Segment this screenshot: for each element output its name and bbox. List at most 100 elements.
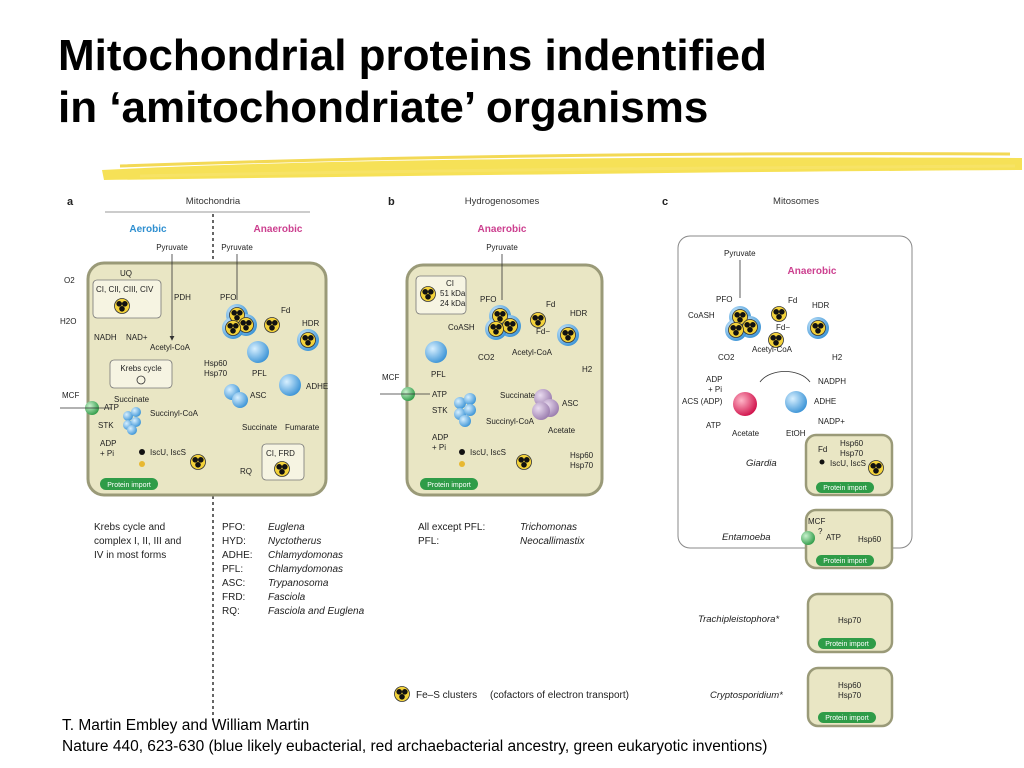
svg-text:Fd: Fd — [281, 306, 290, 315]
anaerobic-label-b: Anaerobic — [478, 224, 527, 235]
svg-text:IscU, IscS: IscU, IscS — [150, 448, 186, 457]
svg-text:Fasciola: Fasciola — [268, 592, 306, 603]
trachipleistophora-mitosome: Trachipleistophora* Hsp70 Protein import — [698, 592, 894, 654]
svg-text:Euglena: Euglena — [268, 522, 305, 533]
svg-text:Fumarate: Fumarate — [285, 423, 320, 432]
slide-title-line2: in ‘amitochondriate’ organisms — [58, 83, 709, 132]
svg-text:HYD:: HYD: — [222, 536, 246, 547]
krebs-cycle-box — [109, 359, 173, 389]
svg-text:PFO: PFO — [220, 293, 236, 302]
svg-text:HDR: HDR — [812, 301, 830, 310]
svg-text:+ Pi: + Pi — [432, 443, 446, 452]
svg-text:Nyctotherus: Nyctotherus — [268, 536, 321, 547]
svg-text:Succinate: Succinate — [242, 423, 278, 432]
svg-text:Acetate: Acetate — [548, 426, 576, 435]
giardia-mitosome: Giardia Fd Hsp60 Hsp70 IscU, IscS Protei… — [746, 433, 894, 497]
svg-text:Succinyl-CoA: Succinyl-CoA — [486, 417, 535, 426]
pfo-complex-c — [725, 306, 761, 341]
panel-b: b Hydrogenosomes Anaerobic Pyruvate CI 5… — [380, 196, 604, 547]
svg-text:CI, CII, CIII, CIV: CI, CII, CIII, CIV — [96, 285, 154, 294]
acs-protein — [733, 392, 757, 416]
svg-text:Succinyl-CoA: Succinyl-CoA — [150, 409, 199, 418]
panel-a-letter: a — [67, 196, 74, 208]
aerobic-note-3: IV in most forms — [94, 550, 166, 561]
svg-text:Protein import: Protein import — [823, 485, 867, 492]
svg-text:Neocallimastix: Neocallimastix — [520, 536, 585, 547]
svg-text:H2O: H2O — [60, 317, 76, 326]
svg-text:CoASH: CoASH — [688, 311, 715, 320]
aerobic-label: Aerobic — [129, 224, 167, 235]
svg-text:Entamoeba: Entamoeba — [722, 532, 771, 543]
svg-text:Pyruvate: Pyruvate — [221, 243, 253, 252]
asc-complex-a — [224, 384, 248, 408]
svg-text:Chlamydomonas: Chlamydomonas — [268, 564, 343, 575]
svg-text:PFO:: PFO: — [222, 522, 245, 533]
aerobic-note-1: Krebs cycle and — [94, 522, 165, 533]
svg-text:Acetyl-CoA: Acetyl-CoA — [512, 348, 553, 357]
svg-text:Fasciola and Euglena: Fasciola and Euglena — [268, 606, 365, 617]
svg-text:(cofactors of electron transpo: (cofactors of electron transport) — [490, 690, 629, 701]
pfo-complex-b — [485, 305, 521, 340]
svg-text:PFO: PFO — [716, 295, 732, 304]
svg-text:Trichomonas: Trichomonas — [520, 522, 577, 533]
svg-text:Protein import: Protein import — [825, 641, 869, 648]
svg-text:Hsp60: Hsp60 — [838, 681, 862, 690]
svg-text:IscU, IscS: IscU, IscS — [830, 459, 866, 468]
svg-text:Hsp60: Hsp60 — [858, 535, 882, 544]
stk-complex-b — [454, 393, 476, 427]
fes-cluster-icon — [394, 686, 410, 702]
svg-text:ATP: ATP — [706, 421, 721, 430]
svg-text:Cryptosporidium*: Cryptosporidium* — [710, 690, 783, 701]
hydrogenosome-outline — [405, 263, 604, 497]
svg-text:CO2: CO2 — [718, 353, 735, 362]
svg-text:PFL: PFL — [431, 370, 446, 379]
svg-text:ADP: ADP — [706, 375, 722, 384]
panel-a-header: Mitochondria — [186, 196, 241, 207]
respiratory-complexes-box — [92, 279, 162, 319]
svg-text:Protein import: Protein import — [107, 482, 151, 489]
svg-text:NADH: NADH — [94, 333, 117, 342]
svg-text:Succinate: Succinate — [114, 395, 150, 404]
panel-b-letter: b — [388, 196, 395, 208]
svg-text:Fd: Fd — [818, 445, 827, 454]
svg-text:Hsp70: Hsp70 — [204, 369, 228, 378]
svg-text:Hsp60: Hsp60 — [570, 451, 594, 460]
slide-title: Mitochondrial proteins indentified in ‘a… — [58, 30, 767, 134]
svg-text:Hsp60: Hsp60 — [204, 359, 228, 368]
svg-text:STK: STK — [98, 421, 114, 430]
citation-authors: T. Martin Embley and William Martin — [62, 717, 310, 734]
svg-text:Hsp70: Hsp70 — [838, 616, 862, 625]
adhe-protein-a — [279, 374, 301, 396]
svg-text:FRD:: FRD: — [222, 592, 245, 603]
svg-text:ASC: ASC — [562, 399, 579, 408]
svg-text:Protein import: Protein import — [825, 715, 869, 722]
svg-text:CI: CI — [446, 279, 454, 288]
svg-text:IscU, IscS: IscU, IscS — [470, 448, 506, 457]
svg-text:NADP+: NADP+ — [818, 417, 845, 426]
pfl-protein-a — [247, 341, 269, 363]
citation-source: Nature 440, 623-630 (blue likely eubacte… — [62, 738, 768, 755]
anaerobic-enzyme-list-a: PFO: Euglena HYD: Nyctotherus ADHE: Chla… — [222, 522, 365, 617]
svg-text:Fd: Fd — [546, 300, 555, 309]
svg-text:Hsp70: Hsp70 — [838, 691, 862, 700]
entamoeba-mitosome: Entamoeba MCF ? ATP Hsp60 Protein import — [722, 508, 894, 570]
svg-text:Acetate: Acetate — [732, 429, 760, 438]
svg-text:Protein import: Protein import — [427, 482, 471, 489]
svg-text:Giardia: Giardia — [746, 458, 777, 469]
citation: T. Martin Embley and William Martin Natu… — [62, 715, 767, 757]
svg-text:RQ: RQ — [240, 467, 252, 476]
anaerobic-label-a: Anaerobic — [254, 224, 303, 235]
cryptosporidium-mitosome: Cryptosporidium* Hsp60 Hsp70 Protein imp… — [710, 666, 894, 728]
svg-text:Protein import: Protein import — [823, 558, 867, 565]
svg-text:ASC:: ASC: — [222, 578, 245, 589]
svg-text:Fd: Fd — [788, 296, 797, 305]
panel-b-header: Hydrogenosomes — [465, 196, 540, 207]
svg-text:24 kDa: 24 kDa — [440, 299, 466, 308]
svg-text:Pyruvate: Pyruvate — [724, 249, 756, 258]
svg-text:51 kDa: 51 kDa — [440, 289, 466, 298]
svg-text:?: ? — [818, 527, 823, 536]
svg-text:RQ:: RQ: — [222, 606, 240, 617]
protein-import-b — [420, 478, 478, 490]
svg-text:MCF: MCF — [62, 391, 79, 400]
svg-text:+ Pi: + Pi — [708, 385, 722, 394]
